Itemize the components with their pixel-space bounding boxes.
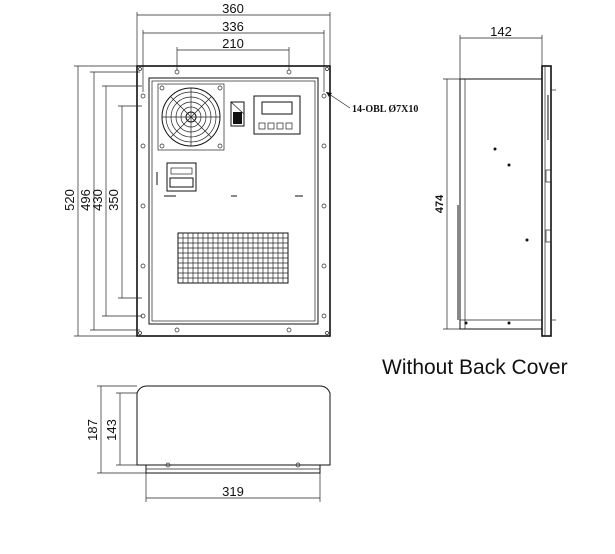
dim-520: 520: [62, 189, 77, 211]
bottom-view: 187 143 319: [85, 385, 331, 502]
dim-319: 319: [222, 484, 244, 499]
terminal-connector: [156, 162, 303, 197]
controller-key: [267, 122, 275, 130]
vent-grille: [177, 232, 289, 284]
dim-496: 496: [78, 189, 93, 211]
dim-336: 336: [222, 19, 244, 34]
front-dimensions: 360 336 210 520 496 430: [62, 1, 418, 337]
front-body-inner: [151, 80, 316, 322]
controller-display: [261, 101, 293, 115]
dim-210: 210: [222, 36, 244, 51]
hole-note: 14-OBL Ø7X10: [352, 104, 418, 115]
front-body-outline: [148, 77, 319, 325]
controller-key: [276, 122, 284, 130]
front-flange-outline: [136, 65, 331, 337]
bottom-body-outline: [136, 385, 331, 466]
side-flange: [541, 65, 552, 337]
dim-143: 143: [104, 419, 119, 441]
dim-474: 474: [434, 194, 446, 213]
dim-142: 142: [490, 24, 512, 39]
fan-grille: [157, 83, 225, 151]
side-view-caption: Without Back Cover: [382, 356, 568, 379]
side-view: 142 474: [434, 24, 556, 337]
controller-key: [285, 122, 293, 130]
controller-panel: [253, 95, 301, 135]
side-body-outline: [459, 78, 543, 330]
power-switch: [230, 101, 245, 127]
dim-350: 350: [106, 189, 121, 211]
front-view: 360 336 210 520 496 430: [62, 1, 418, 337]
controller-key: [258, 122, 266, 130]
dim-360: 360: [222, 1, 244, 16]
mounting-holes: [138, 67, 329, 335]
dim-187: 187: [85, 419, 100, 441]
dim-430: 430: [90, 189, 105, 211]
